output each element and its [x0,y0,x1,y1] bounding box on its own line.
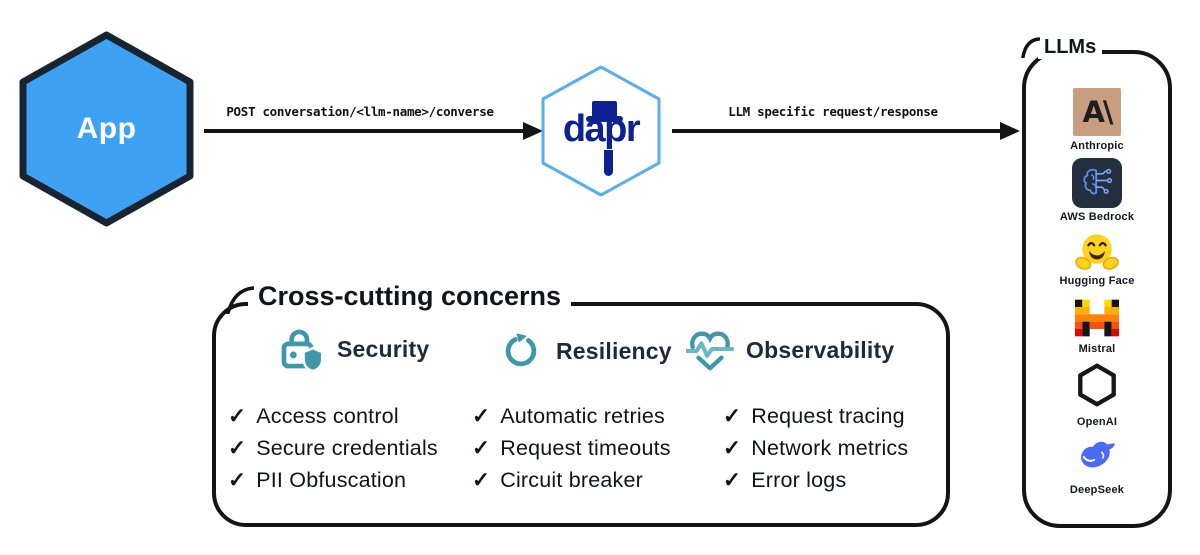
check-icon: ✓ [723,468,742,492]
dapr-node-label: dapr [562,108,641,150]
dapr-tie-icon [604,150,613,176]
provider-openai: OpenAI [1022,360,1172,428]
check-icon: ✓ [472,404,491,428]
observability-items: ✓ Request tracing ✓ Network metrics ✓ Er… [723,400,908,496]
bedrock-brain-circuit-icon [1083,168,1113,195]
check-icon: ✓ [228,436,247,460]
provider-mistral: Mistral [1022,298,1172,355]
check-icon: ✓ [723,404,742,428]
concern-item-label: Network metrics [751,436,909,460]
request-arrowhead-icon [523,122,543,140]
dapr-hat-brim-icon [586,116,623,122]
provider-hugging-face: Hugging Face [1022,232,1172,287]
response-arrow [672,129,1004,133]
observability-heading-label: Observability [746,336,895,363]
check-icon: ✓ [723,436,742,460]
resiliency-heading-label: Resiliency [556,337,672,364]
anthropic-logo-icon: A\ [1073,88,1121,136]
provider-label: AWS Bedrock [1059,211,1135,223]
llms-title-curl [1021,37,1040,58]
request-arrow-label: POST conversation/<llm-name>/converse [226,104,494,119]
provider-label: OpenAI [1076,416,1118,428]
concerns-panel-title: Cross-cutting concerns [248,281,572,312]
provider-label: DeepSeek [1069,484,1125,496]
check-icon: ✓ [472,468,491,492]
concern-item: ✓ Network metrics [723,432,908,464]
provider-anthropic: A\ Anthropic [1022,88,1172,152]
provider-label: Hugging Face [1059,275,1135,287]
anthropic-glyph: A\ [1082,95,1113,129]
concern-item: ✓ Request timeouts [472,432,671,464]
llms-panel-title: LLMs [1038,36,1103,59]
dapr-hat-icon [592,101,617,118]
concern-item: ✓ Secure credentials [228,432,438,464]
request-arrow [204,129,526,133]
lock-shield-icon [281,329,324,373]
concern-item: ✓ Automatic retries [472,400,671,432]
response-arrowhead-icon [1000,122,1020,140]
security-heading-label: Security [337,335,430,362]
openai-logo-icon [1078,363,1116,407]
deepseek-logo-icon [1081,441,1116,468]
security-heading: Security [278,324,429,374]
concern-item-label: PII Obfuscation [256,468,407,492]
concern-item-label: Access control [256,404,399,428]
concern-item: ✓ Circuit breaker [472,464,671,496]
resiliency-items: ✓ Automatic retries ✓ Request timeouts ✓… [472,400,671,496]
concern-item-label: Request tracing [751,404,905,428]
dapr-hexagon [541,65,661,197]
resiliency-heading: Resiliency [500,330,672,372]
concern-item-label: Secure credentials [256,436,438,460]
app-hexagon [19,31,194,227]
concern-item-label: Circuit breaker [500,468,644,492]
security-items: ✓ Access control ✓ Secure credentials ✓ … [228,400,438,496]
refresh-icon [505,333,537,367]
concern-item: ✓ Request tracing [723,400,908,432]
concern-item-label: Request timeouts [500,436,671,460]
concern-item: ✓ Error logs [723,464,908,496]
hugging-face-logo-icon [1075,234,1119,270]
concern-item-label: Error logs [751,468,847,492]
check-icon: ✓ [472,436,491,460]
provider-label: Mistral [1078,343,1116,355]
observability-heading: Observability [686,327,894,373]
check-icon: ✓ [228,404,247,428]
concerns-title-curl [226,286,254,314]
provider-aws-bedrock: AWS Bedrock [1022,158,1172,223]
concern-item: ✓ PII Obfuscation [228,464,438,496]
mistral-logo-icon [1075,299,1119,337]
concern-item: ✓ Access control [228,400,438,432]
provider-label: Anthropic [1070,140,1124,152]
response-arrow-label: LLM specific request/response [728,104,938,119]
provider-deepseek: DeepSeek [1022,440,1172,496]
concern-item-label: Automatic retries [500,404,665,428]
app-node-label: App [76,112,137,145]
concerns-panel [212,302,950,527]
check-icon: ✓ [228,468,247,492]
aws-bedrock-logo-icon [1072,158,1122,208]
heart-pulse-icon [686,331,734,371]
